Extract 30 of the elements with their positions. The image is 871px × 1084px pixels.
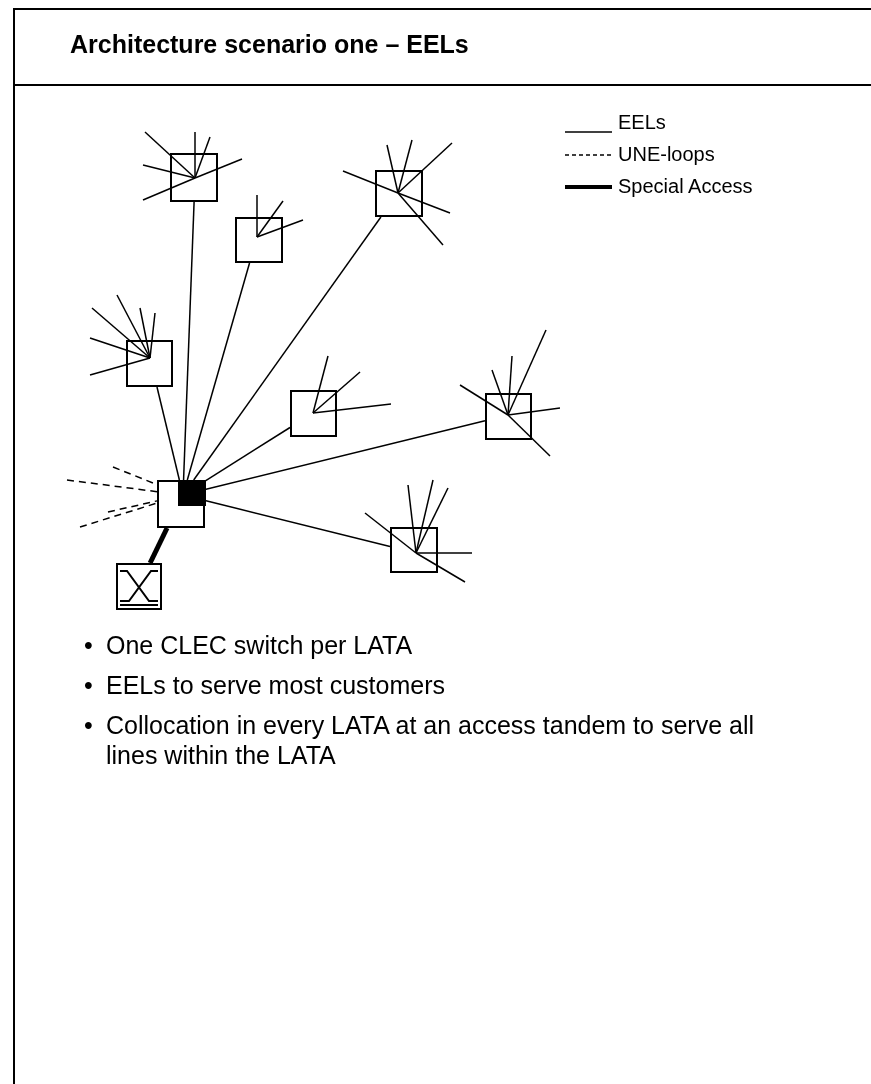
customer-site-box — [126, 340, 173, 387]
bullet-mark: • — [84, 710, 94, 741]
customer-site-box — [290, 390, 337, 437]
bullet-mark: • — [84, 670, 94, 700]
bullet-text: EELs to serve most customers — [106, 670, 445, 700]
bullet-text: One CLEC switch per LATA — [106, 630, 413, 660]
dashed-line — [107, 500, 158, 513]
switch-box — [116, 563, 162, 610]
connector-line — [192, 216, 382, 481]
title: Architecture scenario one – EELs — [70, 30, 469, 59]
connector-line — [186, 262, 251, 481]
dashed-line — [66, 479, 158, 493]
connector-line — [204, 499, 391, 548]
connector-line — [156, 386, 181, 481]
legend-text: EELs — [618, 111, 666, 134]
dashed-line — [79, 502, 158, 528]
customer-site-box — [170, 153, 218, 202]
bullet-text: Collocation in every LATA at an access tandem to serve all lines within the LATA — [106, 710, 755, 770]
legend-text: Special Access — [618, 175, 753, 198]
connector-line — [204, 419, 486, 491]
customer-site-box — [235, 217, 283, 263]
customer-site-box — [485, 393, 532, 440]
customer-site-box — [390, 527, 438, 573]
bullet-mark: • — [84, 630, 94, 660]
hub-box — [157, 480, 205, 528]
customer-site-box — [375, 170, 423, 217]
connector-line — [182, 201, 195, 481]
legend-text: UNE-loops — [618, 143, 715, 166]
connector-line — [204, 426, 291, 482]
thick-line — [147, 526, 170, 565]
